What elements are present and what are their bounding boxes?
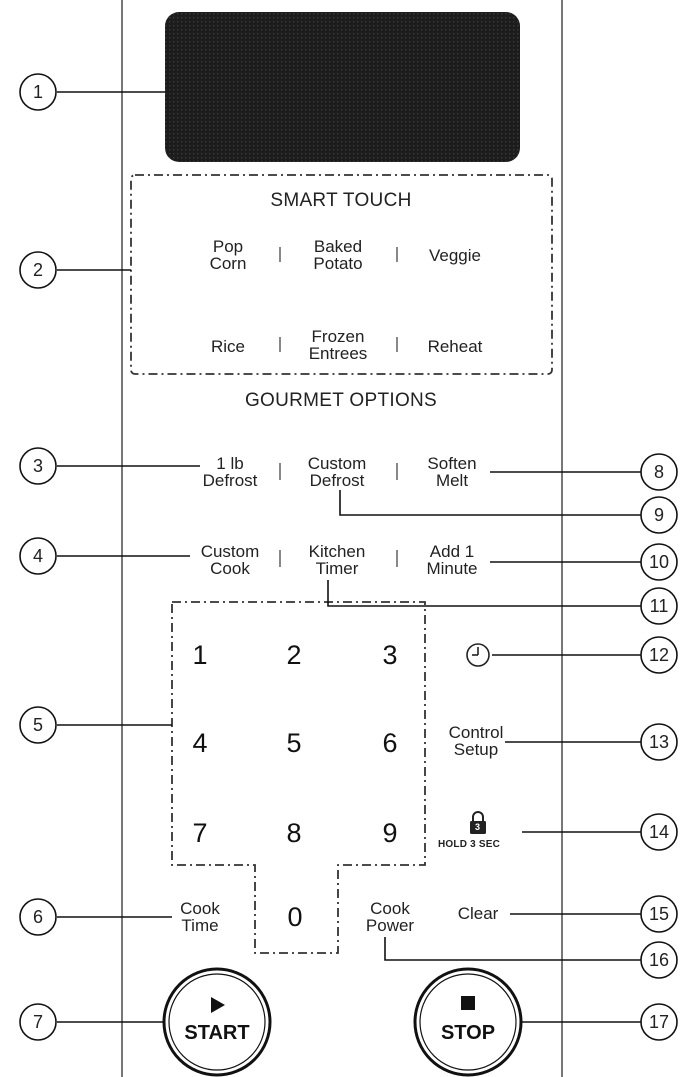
hold-3-sec-label: HOLD 3 SEC bbox=[438, 839, 501, 850]
gourmet-options-title: GOURMET OPTIONS bbox=[244, 390, 438, 411]
callout-15: 15 bbox=[648, 904, 670, 924]
control-setup-line2: Setup bbox=[453, 740, 499, 759]
stop-square-icon bbox=[461, 996, 475, 1010]
start-button-inner bbox=[168, 973, 266, 1071]
callout-4: 4 bbox=[32, 546, 43, 566]
keypad-5[interactable]: 5 bbox=[286, 728, 302, 758]
frozen-entrees-line1: Frozen bbox=[311, 327, 365, 346]
reheat-line1: Reheat bbox=[427, 337, 483, 356]
control-setup-line1: Control bbox=[448, 723, 504, 742]
callout-circles bbox=[19, 73, 678, 1041]
custom-cook-line2: Cook bbox=[210, 559, 250, 578]
callout-7: 7 bbox=[32, 1012, 43, 1032]
callout-5: 5 bbox=[32, 715, 43, 735]
smart-touch-title: SMART TOUCH bbox=[270, 190, 412, 211]
add-one-minute-line2: Minute bbox=[426, 559, 478, 578]
keypad-6[interactable]: 6 bbox=[382, 728, 398, 758]
keypad-3[interactable]: 3 bbox=[382, 640, 398, 670]
soften-melt-button[interactable]: Soften Melt bbox=[412, 455, 492, 489]
callout-14: 14 bbox=[648, 822, 670, 842]
play-icon bbox=[211, 997, 225, 1013]
lock-icon[interactable] bbox=[470, 811, 486, 834]
soften-melt-line2: Melt bbox=[435, 471, 469, 490]
keypad-2[interactable]: 2 bbox=[286, 640, 302, 670]
callout-12: 12 bbox=[648, 645, 670, 665]
popcorn-line2: Corn bbox=[209, 254, 247, 273]
stop-button-inner bbox=[419, 973, 517, 1071]
veggie-line1: Veggie bbox=[429, 246, 481, 265]
callout-1: 1 bbox=[32, 82, 43, 102]
keypad-frame bbox=[171, 601, 426, 954]
custom-defrost-button[interactable]: Custom Defrost bbox=[297, 455, 377, 489]
keypad-9[interactable]: 9 bbox=[382, 818, 398, 848]
stop-label: STOP bbox=[440, 1022, 496, 1044]
baked-potato-line2: Potato bbox=[313, 254, 363, 273]
callout-17: 17 bbox=[648, 1012, 670, 1032]
clock-icon[interactable] bbox=[466, 643, 490, 667]
control-setup-button[interactable]: Control Setup bbox=[436, 724, 516, 758]
popcorn-line1: Pop bbox=[212, 237, 244, 256]
custom-defrost-line2: Defrost bbox=[309, 471, 365, 490]
one-lb-defrost-button[interactable]: 1 lb Defrost bbox=[190, 455, 270, 489]
callout-3: 3 bbox=[32, 456, 43, 476]
veggie-button[interactable]: Veggie bbox=[415, 247, 495, 264]
callout-11: 11 bbox=[649, 596, 669, 616]
keypad-1[interactable]: 1 bbox=[192, 640, 208, 670]
display-screen bbox=[165, 12, 520, 162]
cook-time-line1: Cook bbox=[180, 899, 220, 918]
kitchen-timer-button[interactable]: Kitchen Timer bbox=[297, 543, 377, 577]
add-one-minute-line1: Add 1 bbox=[429, 542, 475, 561]
leader-lines bbox=[57, 91, 641, 1023]
one-lb-defrost-line1: 1 lb bbox=[216, 454, 244, 473]
frozen-entrees-line2: Entrees bbox=[308, 344, 368, 363]
kitchen-timer-line1: Kitchen bbox=[308, 542, 366, 561]
custom-cook-line1: Custom bbox=[200, 542, 260, 561]
cook-power-line1: Cook bbox=[370, 899, 410, 918]
keypad-7[interactable]: 7 bbox=[192, 818, 208, 848]
popcorn-button[interactable]: Pop Corn bbox=[188, 238, 268, 272]
keypad-4[interactable]: 4 bbox=[192, 728, 208, 758]
cook-power-button[interactable]: Cook Power bbox=[350, 900, 430, 934]
callout-9: 9 bbox=[653, 505, 664, 525]
reheat-button[interactable]: Reheat bbox=[415, 338, 495, 355]
kitchen-timer-line2: Timer bbox=[315, 559, 359, 578]
callout-2: 2 bbox=[32, 260, 43, 280]
one-lb-defrost-line2: Defrost bbox=[202, 471, 258, 490]
add-one-minute-button[interactable]: Add 1 Minute bbox=[412, 543, 492, 577]
cook-time-line2: Time bbox=[181, 916, 219, 935]
callout-13: 13 bbox=[648, 732, 670, 752]
clear-line1: Clear bbox=[457, 904, 499, 923]
smart-touch-frame bbox=[130, 174, 553, 375]
cook-time-button[interactable]: Cook Time bbox=[160, 900, 240, 934]
lock-number: 3 bbox=[475, 822, 481, 832]
rice-line1: Rice bbox=[210, 337, 245, 356]
baked-potato-line1: Baked bbox=[313, 237, 363, 256]
rice-button[interactable]: Rice bbox=[188, 338, 268, 355]
callout-6: 6 bbox=[32, 907, 43, 927]
callout-10: 10 bbox=[648, 552, 670, 572]
baked-potato-button[interactable]: Baked Potato bbox=[298, 238, 378, 272]
callout-16: 16 bbox=[648, 950, 670, 970]
custom-cook-button[interactable]: Custom Cook bbox=[190, 543, 270, 577]
smart-touch-separators bbox=[279, 247, 398, 567]
keypad-0[interactable]: 0 bbox=[287, 902, 303, 932]
custom-defrost-line1: Custom bbox=[307, 454, 367, 473]
start-label: START bbox=[184, 1022, 250, 1044]
frozen-entrees-button[interactable]: Frozen Entrees bbox=[298, 328, 378, 362]
soften-melt-line1: Soften bbox=[427, 454, 477, 473]
callout-8: 8 bbox=[653, 462, 664, 482]
keypad-8[interactable]: 8 bbox=[286, 818, 302, 848]
cook-power-line2: Power bbox=[365, 916, 415, 935]
clear-button[interactable]: Clear bbox=[438, 905, 518, 922]
